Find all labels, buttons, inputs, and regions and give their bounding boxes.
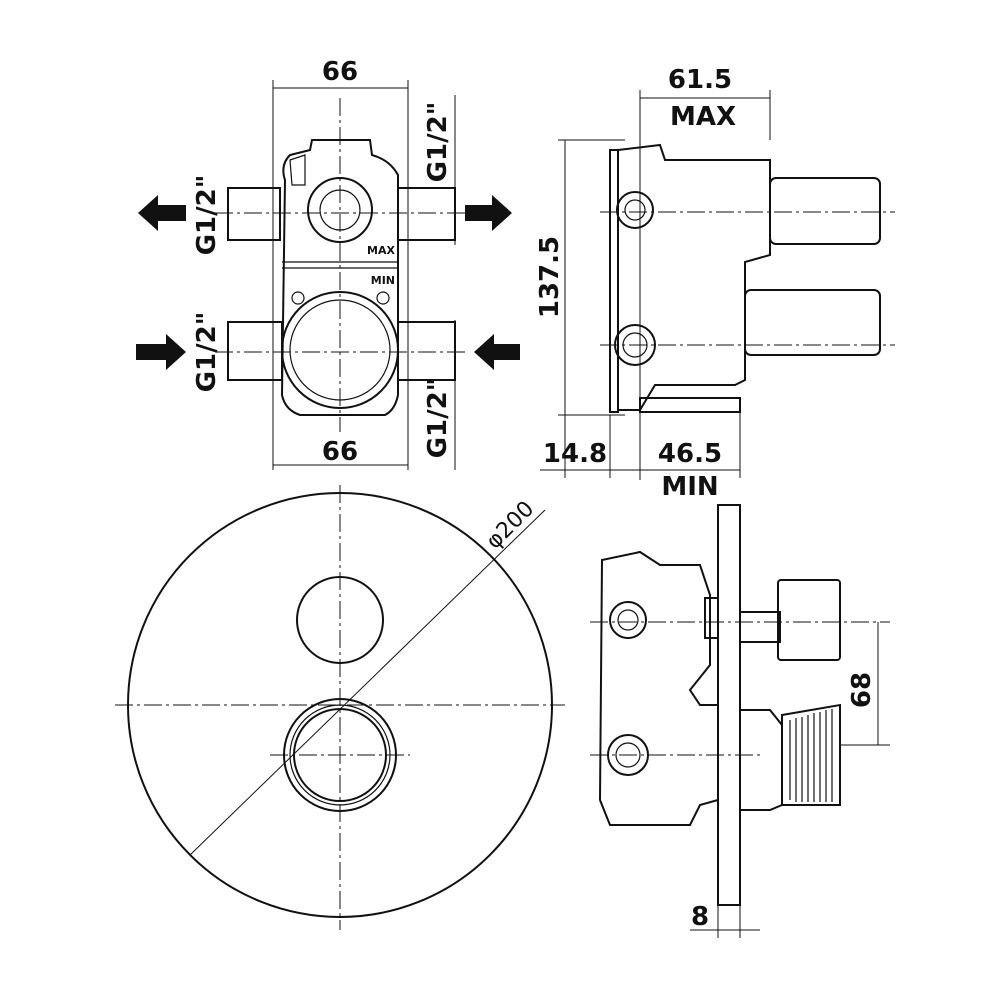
thread-top-right: G1/2" — [423, 102, 453, 183]
body-min-mark: MIN — [371, 274, 395, 287]
dim-offset: 14.8 — [543, 439, 607, 469]
dim-max-label: MAX — [670, 102, 736, 132]
arrow-inlet-left-icon — [136, 334, 186, 370]
thermostat-handle — [781, 703, 841, 806]
side-view: 61.5 MAX 137.5 14.8 46.5 MIN — [535, 65, 895, 502]
port-top-right — [397, 187, 456, 241]
thread-bottom-right: G1/2" — [423, 378, 453, 459]
thread-top-left: G1/2" — [192, 175, 222, 256]
dim-plate-thickness: 8 — [691, 902, 709, 932]
dim-depth-max: 61.5 — [668, 65, 732, 95]
stem-bottom — [744, 289, 881, 356]
valve-body — [280, 139, 399, 416]
plate-view: φ200 — [115, 485, 565, 930]
installed-body — [598, 550, 719, 826]
body-max-mark: MAX — [367, 244, 395, 257]
thread-bottom-left: G1/2" — [192, 312, 222, 393]
dim-height: 137.5 — [535, 236, 565, 318]
plate-section — [717, 504, 741, 906]
dim-width-top: 66 — [322, 57, 358, 87]
dim-depth-min: 46.5 — [658, 439, 722, 469]
dim-diameter: φ200 — [482, 497, 540, 555]
port-bottom-left — [227, 321, 283, 381]
dim-width-bottom: 66 — [322, 437, 358, 467]
arrow-inlet-right-icon — [474, 334, 520, 370]
knurling — [789, 709, 833, 802]
side-body — [617, 143, 771, 411]
dim-spacing: 68 — [847, 672, 877, 708]
stem-top — [769, 177, 881, 245]
port-top-left — [227, 187, 281, 241]
dim-min-label: MIN — [661, 472, 718, 502]
arrow-outlet-left-icon — [138, 195, 186, 231]
port-bottom-right — [397, 321, 456, 381]
installed-view: 68 8 — [590, 504, 890, 938]
diverter-handle — [777, 579, 841, 661]
arrow-outlet-right-icon — [465, 195, 512, 231]
front-view: 66 66 MAX MIN G1/2" G1/2" G1/2" G1/2" — [136, 57, 520, 470]
